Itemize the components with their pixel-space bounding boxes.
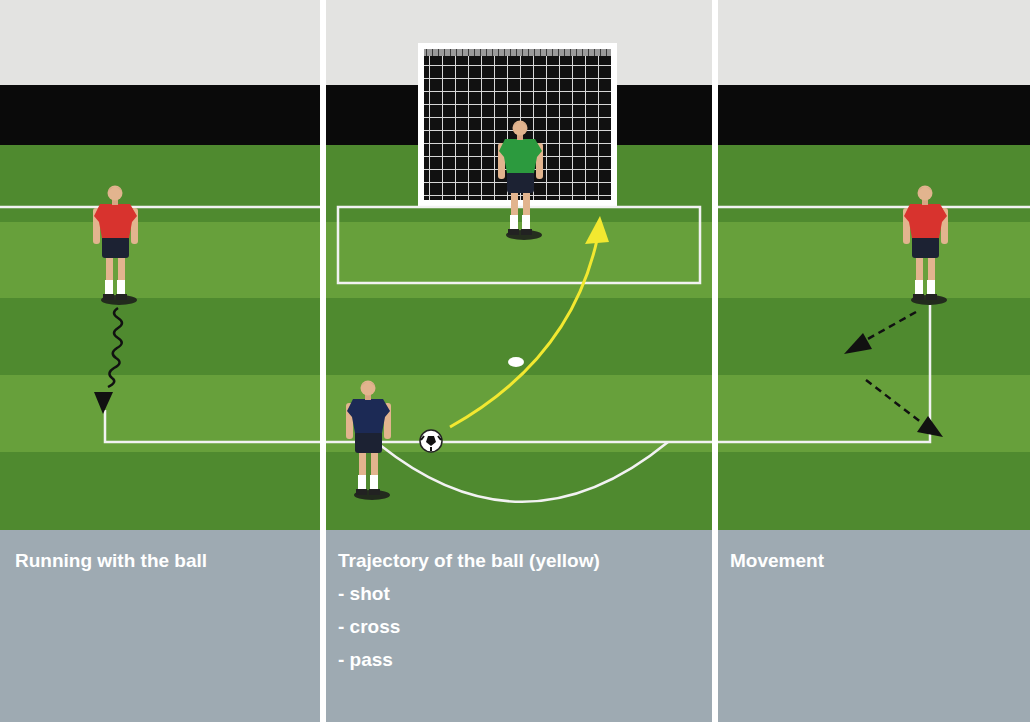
caption-panel: Trajectory of the ball (yellow)- shot- c… xyxy=(326,530,712,722)
caption-panel: Running with the ball xyxy=(0,530,320,722)
caption-heading: Trajectory of the ball (yellow) xyxy=(338,544,700,577)
caption-panel: Movement xyxy=(718,530,1030,722)
caption-item: - cross xyxy=(338,610,700,643)
caption-heading: Movement xyxy=(730,544,1018,577)
caption-item: - shot xyxy=(338,577,700,610)
caption-heading: Running with the ball xyxy=(15,544,305,577)
caption-item: - pass xyxy=(338,643,700,676)
